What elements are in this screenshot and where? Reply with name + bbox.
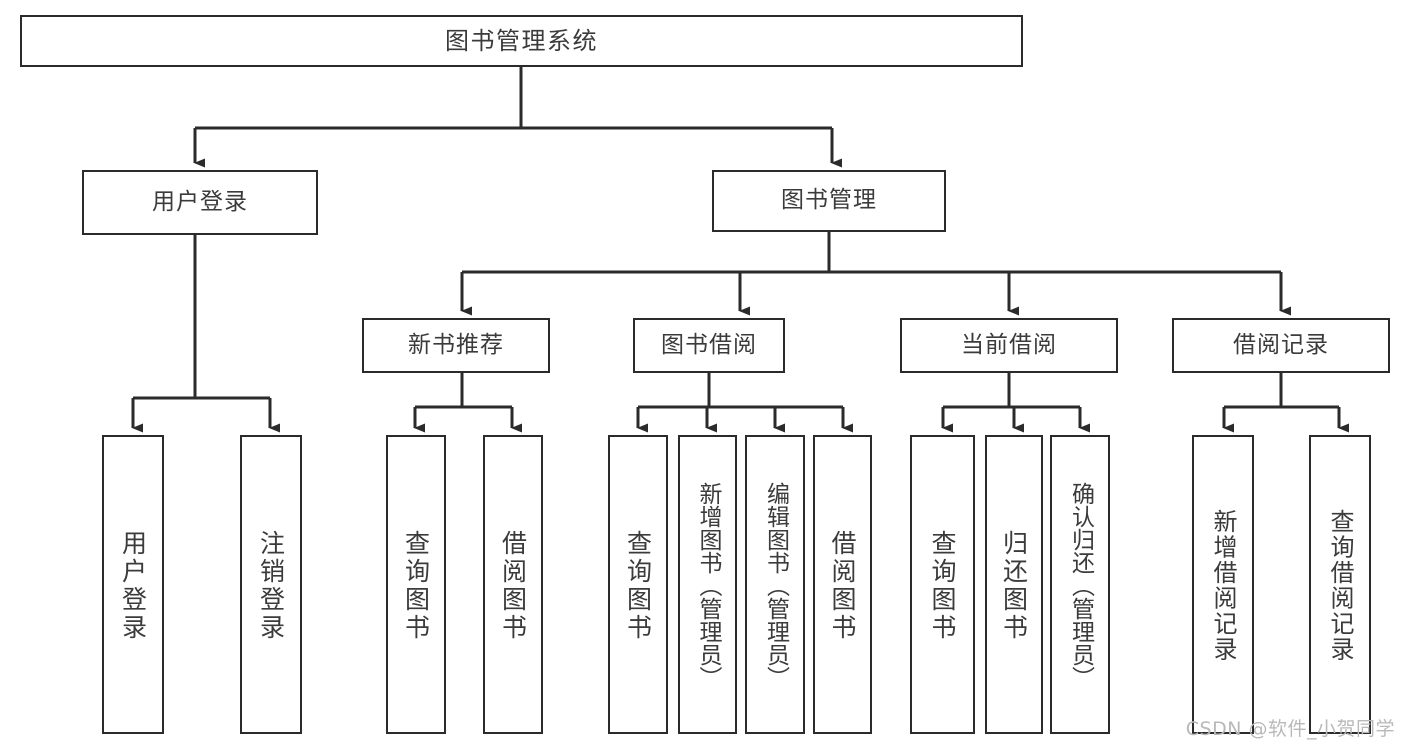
node-new-book-recommend[interactable]: 新书推荐 [362, 318, 550, 373]
node-label: 查询图书 [401, 529, 431, 642]
node-label: 注销登录 [256, 529, 286, 642]
leaf-borrow-book-new[interactable]: 借阅图书 [483, 435, 543, 734]
node-label: 图书借阅 [661, 331, 757, 358]
leaf-add-book-admin[interactable]: 新增图书（管理员） [678, 435, 737, 734]
leaf-confirm-return-admin[interactable]: 确认归还（管理员） [1050, 435, 1110, 734]
node-label: 用户登录 [118, 529, 148, 642]
csdn-watermark: CSDN @软件_小贺同学 [1185, 718, 1395, 740]
node-label: 新书推荐 [408, 331, 504, 358]
node-label: 查询图书 [928, 529, 957, 642]
node-label: 归还图书 [999, 529, 1029, 642]
node-label: 借阅图书 [828, 529, 857, 642]
node-borrow-record[interactable]: 借阅记录 [1172, 318, 1390, 373]
leaf-query-book-current[interactable]: 查询图书 [910, 435, 975, 734]
leaf-borrow-book-borrow[interactable]: 借阅图书 [813, 435, 872, 734]
leaf-query-book-new[interactable]: 查询图书 [386, 435, 446, 734]
leaf-edit-book-admin[interactable]: 编辑图书（管理员） [745, 435, 805, 734]
leaf-query-borrow-record[interactable]: 查询借阅记录 [1309, 435, 1371, 734]
leaf-add-borrow-record[interactable]: 新增借阅记录 [1192, 435, 1254, 734]
node-label: 新增借阅记录 [1209, 509, 1237, 662]
node-book-manage[interactable]: 图书管理 [712, 170, 946, 232]
node-user-login[interactable]: 用户登录 [82, 170, 318, 235]
node-label: 确认归还（管理员） [1067, 482, 1094, 689]
node-current-borrow[interactable]: 当前借阅 [900, 318, 1118, 373]
node-book-borrow[interactable]: 图书借阅 [633, 318, 785, 373]
leaf-user-login[interactable]: 用户登录 [102, 435, 164, 734]
node-label: 新增图书（管理员） [695, 482, 721, 689]
leaf-return-book[interactable]: 归还图书 [985, 435, 1043, 734]
node-label: 图书管理系统 [445, 26, 598, 55]
node-label: 借阅记录 [1233, 331, 1329, 358]
node-label: 编辑图书（管理员） [762, 482, 789, 689]
node-label: 用户登录 [152, 188, 248, 215]
leaf-query-book-borrow[interactable]: 查询图书 [608, 435, 668, 734]
node-label: 当前借阅 [961, 331, 1057, 358]
node-root-book-management-system[interactable]: 图书管理系统 [20, 15, 1023, 67]
node-label: 查询借阅记录 [1326, 509, 1354, 662]
node-label: 图书管理 [781, 187, 877, 214]
node-label: 查询图书 [623, 529, 653, 642]
leaf-logout-login[interactable]: 注销登录 [240, 435, 302, 734]
node-label: 借阅图书 [498, 529, 528, 642]
